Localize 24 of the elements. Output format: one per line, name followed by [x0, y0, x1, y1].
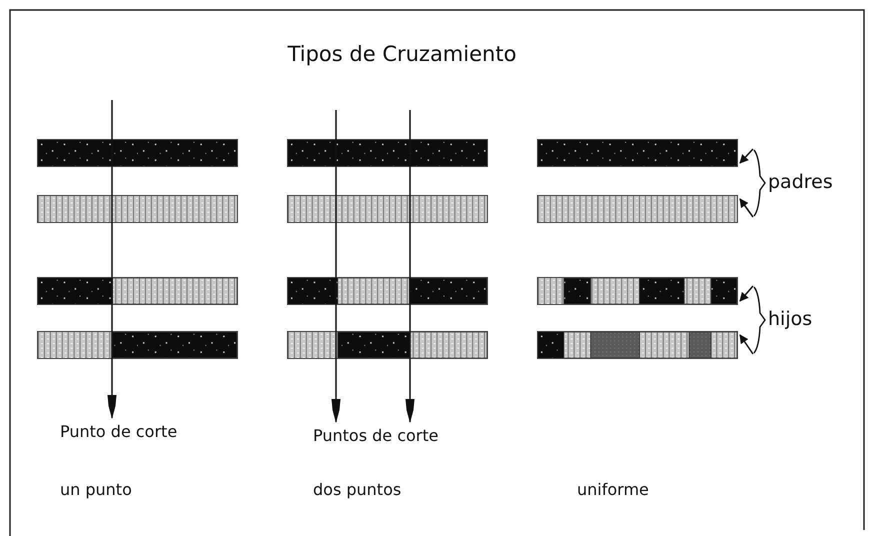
chromosome-bar	[37, 195, 238, 223]
group-label: hijos	[768, 308, 812, 330]
chromosome-bar	[537, 331, 738, 359]
chromosome-bar	[37, 139, 238, 167]
chromosome-bar	[287, 195, 488, 223]
chromosome-bar	[287, 331, 488, 359]
chromosome-bar	[537, 277, 738, 305]
chromosome-bar	[37, 331, 238, 359]
crossover-type-label: dos puntos	[313, 480, 402, 499]
group-label: padres	[768, 171, 833, 193]
arrow	[739, 286, 754, 302]
chromosome-bar	[287, 139, 488, 167]
chromosome-bar	[37, 277, 238, 305]
arrow	[739, 148, 754, 164]
crossover-type-label: uniforme	[577, 480, 649, 499]
crossover-type-label: un punto	[60, 480, 132, 499]
chromosome-bar	[287, 277, 488, 305]
chromosome-bar	[537, 139, 738, 167]
diagram-title: Tipos de Cruzamiento	[286, 42, 518, 66]
arrow	[739, 198, 754, 218]
cut-point-label: Punto de corte	[60, 422, 178, 441]
cut-point-label: Puntos de corte	[313, 426, 438, 445]
arrow	[739, 334, 754, 354]
chromosome-bar	[537, 195, 738, 223]
